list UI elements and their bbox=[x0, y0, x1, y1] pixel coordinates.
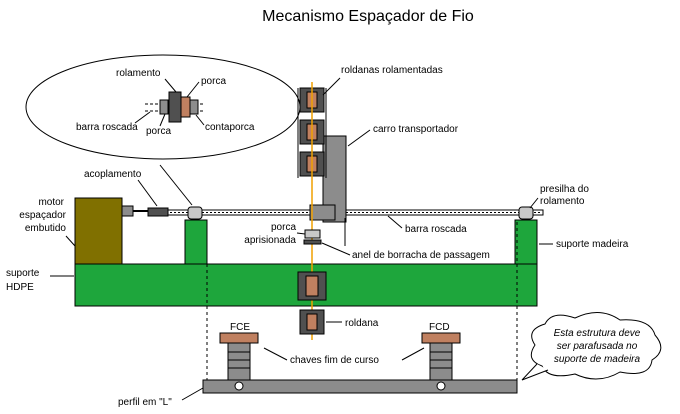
label-motor-1: motor bbox=[38, 197, 64, 208]
label-motor-3: embutido bbox=[25, 223, 67, 234]
label-presilha-2: rolamento bbox=[540, 196, 585, 207]
label-anel-borracha: anel de borracha de passagem bbox=[352, 250, 490, 261]
label-fcd: FCD bbox=[429, 322, 450, 333]
rubber-ring bbox=[303, 239, 322, 245]
note-line-1: Esta estrutura deve bbox=[554, 328, 641, 339]
label-suporte-hdpe-2: HDPE bbox=[6, 282, 34, 293]
label-barra-roscada: barra roscada bbox=[405, 224, 467, 235]
arrow-barra bbox=[387, 215, 403, 229]
label-roldanas-rolamentadas: roldanas rolamentadas bbox=[341, 65, 443, 76]
limit-switch-right bbox=[421, 332, 461, 382]
arrow-presilha bbox=[529, 197, 539, 209]
arrow-fcd bbox=[401, 347, 425, 361]
arrow-clip-detail bbox=[159, 164, 193, 206]
label-carro-transportador: carro transportador bbox=[373, 124, 459, 135]
left-wood-support bbox=[184, 219, 208, 265]
arrow-perfil bbox=[181, 387, 204, 401]
coupling bbox=[147, 207, 169, 217]
motor-shaft bbox=[121, 205, 134, 217]
label-porca-aprisionada-2: aprisionada bbox=[244, 235, 296, 246]
captive-nut bbox=[304, 229, 321, 239]
bottom-pulley bbox=[297, 271, 327, 335]
arrow-acoplamento bbox=[137, 179, 158, 207]
note-line-2: ser parafusada no bbox=[557, 341, 638, 352]
arrow-fce bbox=[263, 347, 288, 361]
label-contaporca: contaporca bbox=[205, 122, 255, 133]
note-cloud bbox=[530, 312, 662, 380]
label-acoplamento: acoplamento bbox=[84, 169, 142, 180]
arrow-rolamento bbox=[164, 78, 177, 93]
left-bearing-clip bbox=[187, 206, 203, 220]
label-porca-bottom: porca bbox=[146, 126, 171, 137]
carriage-frame bbox=[322, 135, 347, 223]
arrow-barra-detail bbox=[134, 111, 151, 124]
arrow-roldanas bbox=[322, 77, 341, 96]
arrow-porca-aprisionada bbox=[296, 232, 306, 235]
carriage-nut-block bbox=[309, 204, 336, 221]
motor-block bbox=[74, 197, 123, 265]
label-suporte-madeira: suporte madeira bbox=[556, 239, 629, 250]
arrow-anel bbox=[321, 242, 351, 256]
right-bearing-clip bbox=[518, 206, 534, 220]
label-porca-aprisionada-1: porca bbox=[271, 222, 296, 233]
diagram-title: Mecanismo Espaçador de Fio bbox=[262, 8, 474, 25]
label-rolamento: rolamento bbox=[116, 68, 161, 79]
screw-left bbox=[234, 381, 244, 391]
label-presilha-1: presilha do bbox=[540, 184, 589, 195]
arrow-motor bbox=[65, 235, 76, 247]
screw-right bbox=[436, 381, 446, 391]
right-wood-support bbox=[514, 219, 538, 265]
label-roldana: roldana bbox=[345, 318, 379, 329]
note-line-3: suporte de madeira bbox=[554, 354, 641, 365]
limit-switch-left bbox=[219, 332, 259, 382]
arrow-contaporca bbox=[195, 114, 205, 126]
arrow-porca-top bbox=[186, 81, 200, 98]
label-fce: FCE bbox=[230, 322, 250, 333]
label-barra-roscada-detail: barra roscada bbox=[76, 122, 138, 133]
label-porca-top: porca bbox=[201, 76, 226, 87]
label-chaves-fim-curso: chaves fim de curso bbox=[290, 355, 379, 366]
label-perfil-l: perfil em "L" bbox=[118, 397, 172, 408]
arrow-carro bbox=[347, 129, 371, 147]
label-motor-2: espaçador bbox=[19, 210, 66, 221]
note-tail bbox=[521, 363, 549, 381]
l-profile bbox=[202, 379, 518, 394]
label-suporte-hdpe-1: suporte bbox=[6, 268, 40, 279]
detail-assembly bbox=[145, 91, 205, 123]
arrow-porca-bottom bbox=[159, 113, 166, 127]
